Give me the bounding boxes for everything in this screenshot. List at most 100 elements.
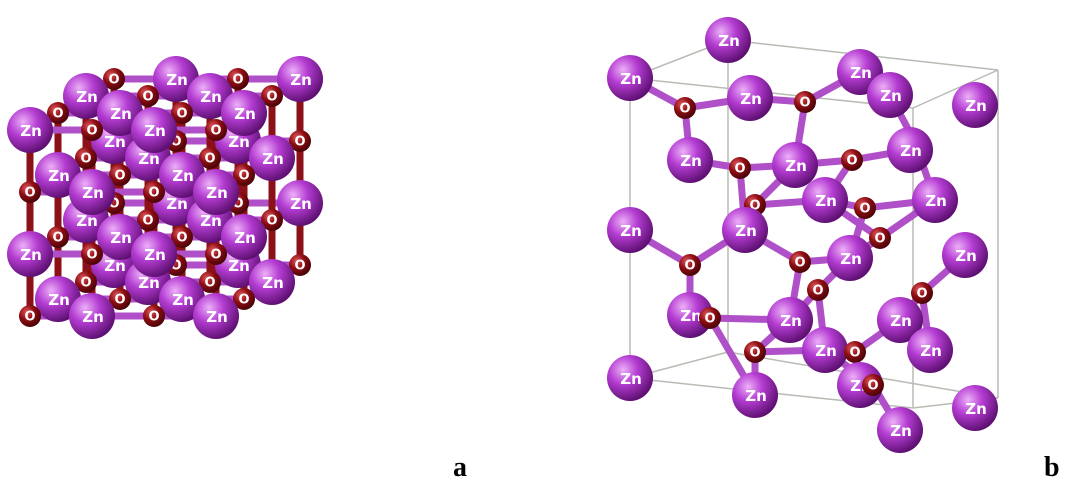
svg-text:O: O [238, 169, 249, 184]
svg-text:Zn: Zn [740, 90, 762, 108]
svg-text:Zn: Zn [290, 71, 312, 89]
oxygen-atom: O [789, 251, 811, 273]
svg-text:Zn: Zn [234, 229, 256, 247]
svg-text:O: O [24, 310, 35, 325]
svg-text:Zn: Zn [290, 195, 312, 213]
oxygen-atom: O [869, 227, 891, 249]
svg-text:Zn: Zn [76, 212, 98, 230]
svg-text:O: O [749, 199, 760, 214]
svg-text:Zn: Zn [166, 71, 188, 89]
oxygen-atom: O [289, 254, 311, 276]
svg-text:O: O [867, 379, 878, 394]
zinc-atom: Zn [772, 142, 818, 188]
zinc-atom: Zn [727, 75, 773, 121]
svg-text:O: O [210, 124, 221, 139]
oxygen-atom: O [261, 209, 283, 231]
zinc-atom: Zn [249, 259, 295, 305]
zinc-atom: Zn [732, 372, 778, 418]
svg-text:O: O [114, 293, 125, 308]
svg-text:Zn: Zn [620, 70, 642, 88]
oxygen-atom: O [679, 254, 701, 276]
oxygen-atom: O [199, 147, 221, 169]
oxygen-atom: O [75, 147, 97, 169]
oxygen-atom: O [233, 164, 255, 186]
zinc-atom: Zn [193, 293, 239, 339]
svg-text:Zn: Zn [920, 342, 942, 360]
svg-text:O: O [170, 259, 181, 274]
zinc-atom: Zn [827, 235, 873, 281]
bond-network-b [626, 68, 969, 434]
zinc-atom: Zn [131, 107, 177, 153]
zinc-atom: Zn [877, 407, 923, 453]
oxygen-atom: O [137, 85, 159, 107]
svg-text:Zn: Zn [144, 246, 166, 264]
zinc-atom: Zn [767, 297, 813, 343]
zinc-atom: Zn [277, 56, 323, 102]
oxygen-atom: O [674, 97, 696, 119]
zinc-atom: Zn [867, 72, 913, 118]
svg-text:O: O [849, 346, 860, 361]
oxygen-atom: O [109, 164, 131, 186]
svg-text:O: O [846, 154, 857, 169]
svg-text:Zn: Zn [718, 32, 740, 50]
svg-text:Zn: Zn [815, 342, 837, 360]
svg-text:Zn: Zn [206, 184, 228, 202]
svg-text:O: O [734, 162, 745, 177]
svg-text:Zn: Zn [48, 167, 70, 185]
zinc-atom: Zn [877, 297, 923, 343]
svg-text:Zn: Zn [890, 422, 912, 440]
oxygen-atom: O [227, 68, 249, 90]
zinc-atom: Zn [69, 169, 115, 215]
svg-text:Zn: Zn [234, 105, 256, 123]
oxygen-atom: O [205, 119, 227, 141]
oxygen-atom: O [19, 305, 41, 327]
svg-text:O: O [679, 102, 690, 117]
zinc-atom: Zn [667, 292, 713, 338]
svg-text:O: O [294, 259, 305, 274]
svg-text:Zn: Zn [965, 400, 987, 418]
svg-text:Zn: Zn [144, 122, 166, 140]
svg-text:O: O [859, 202, 870, 217]
atom-layer-b: ZnZnZnOZnOZnZnZnOZnOOZnZnOZnZnOZnOOOZnZn… [607, 17, 998, 453]
svg-text:Zn: Zn [620, 222, 642, 240]
svg-text:O: O [238, 293, 249, 308]
svg-text:Zn: Zn [172, 291, 194, 309]
zinc-atom: Zn [722, 207, 768, 253]
svg-text:Zn: Zn [680, 307, 702, 325]
svg-text:O: O [794, 256, 805, 271]
zinc-atom: Zn [69, 293, 115, 339]
svg-text:Zn: Zn [955, 247, 977, 265]
oxygen-atom: O [854, 197, 876, 219]
zinc-atom: Zn [607, 207, 653, 253]
svg-text:O: O [86, 124, 97, 139]
svg-text:Zn: Zn [840, 250, 862, 268]
svg-text:O: O [52, 231, 63, 246]
oxygen-atom: O [729, 157, 751, 179]
oxygen-atom: O [744, 341, 766, 363]
svg-text:O: O [266, 90, 277, 105]
svg-text:Zn: Zn [20, 122, 42, 140]
oxygen-atom: O [81, 119, 103, 141]
zinc-atom: Zn [193, 169, 239, 215]
svg-text:O: O [176, 107, 187, 122]
oxygen-atom: O [75, 271, 97, 293]
svg-text:O: O [684, 259, 695, 274]
oxygen-atom: O [171, 226, 193, 248]
zinc-atom: Zn [705, 17, 751, 63]
svg-text:Zn: Zn [138, 274, 160, 292]
oxygen-atom: O [289, 130, 311, 152]
svg-text:Zn: Zn [815, 192, 837, 210]
zinc-atom: Zn [131, 231, 177, 277]
svg-text:Zn: Zn [965, 97, 987, 115]
zinc-atom: Zn [912, 177, 958, 223]
panel-b-label: b [1044, 452, 1060, 483]
oxygen-atom: O [911, 282, 933, 304]
svg-text:Zn: Zn [20, 246, 42, 264]
cell-edge [912, 69, 999, 109]
svg-text:O: O [86, 248, 97, 263]
svg-text:O: O [148, 186, 159, 201]
svg-text:Zn: Zn [785, 157, 807, 175]
svg-text:O: O [204, 276, 215, 291]
